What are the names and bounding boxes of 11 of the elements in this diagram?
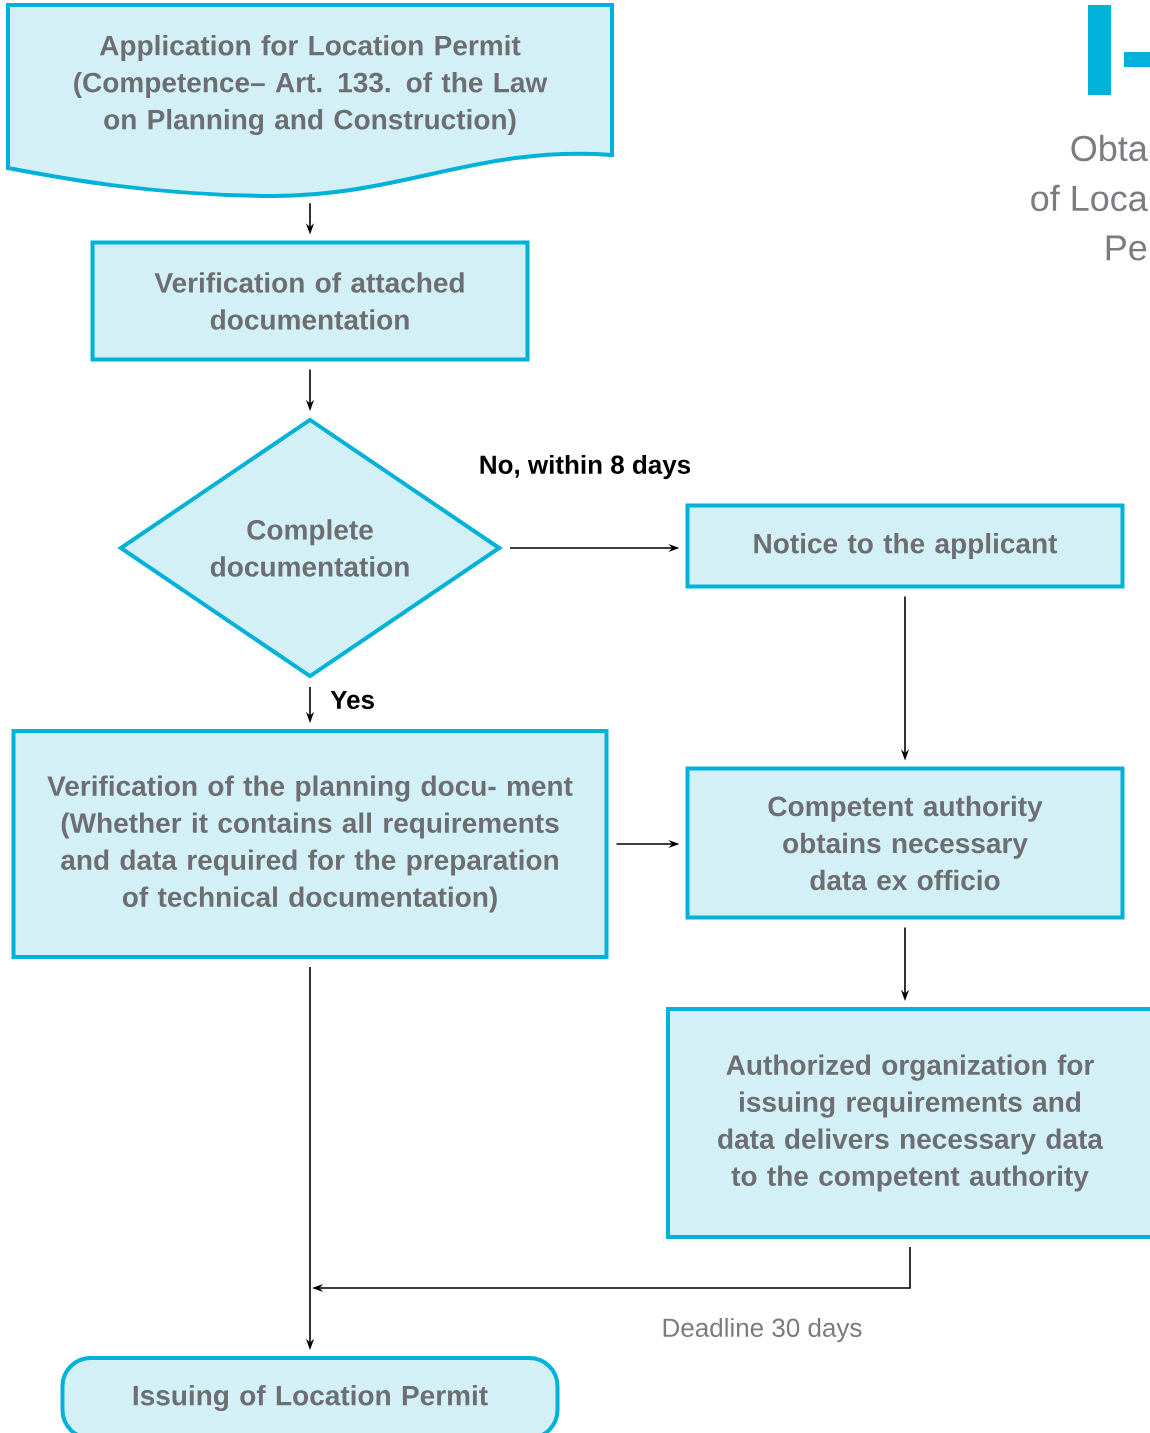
process-box: Notice to the applicant (685, 503, 1125, 589)
process-box: Verification of the planning docu- ment (Whether it contains all requirements and data required for the preparation of technical documentation) (11, 729, 609, 959)
title-fragment: Obta (1071, 134, 1148, 162)
title-fragment: of Loca (1031, 184, 1148, 212)
process-box: Verification of attached documentation (90, 240, 530, 362)
edge-label: Yes (328, 688, 378, 712)
terminal-box: Issuing of Location Permit (60, 1356, 560, 1433)
process-box: Competent authority obtains necessary data ex officio (685, 766, 1125, 920)
edge-label: Deadline 30 days (659, 1315, 865, 1345)
title-fragment: Pe (1106, 235, 1147, 261)
process-box: Authorized organization for issuing requirements and data delivers necessary data to the competent authority (666, 1007, 1150, 1239)
